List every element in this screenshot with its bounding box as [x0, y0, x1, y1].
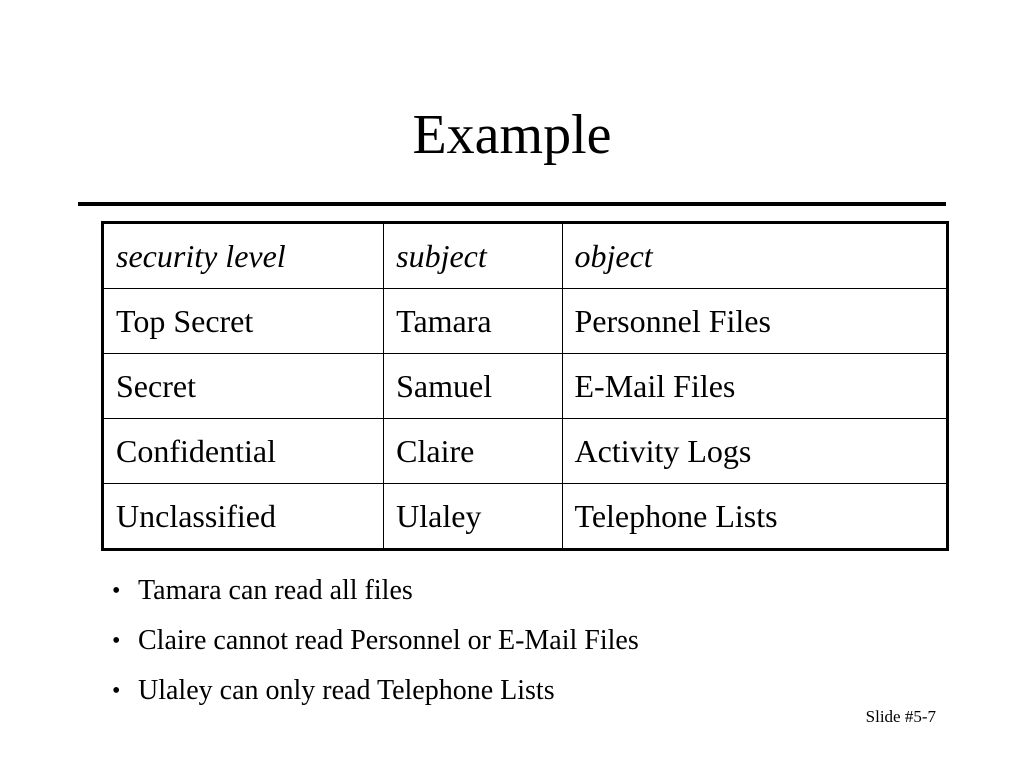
cell-security-level: Top Secret — [101, 288, 385, 354]
cell-subject: Tamara — [383, 288, 563, 354]
cell-object: Personnel Files — [561, 288, 948, 354]
table-row: Top Secret Tamara Personnel Files — [101, 288, 948, 354]
cell-security-level: Unclassified — [101, 483, 385, 550]
bullet-icon: • — [112, 628, 121, 654]
table-header-row: security level subject object — [101, 222, 948, 289]
bullet-icon: • — [112, 578, 121, 604]
list-item: • Claire cannot read Personnel or E-Mail… — [112, 616, 639, 666]
cell-subject: Claire — [383, 418, 563, 484]
cell-subject: Ulaley — [383, 483, 563, 550]
bullet-icon: • — [112, 678, 121, 704]
header-subject: subject — [383, 222, 563, 289]
bullet-text: Ulaley can only read Telephone Lists — [138, 675, 555, 706]
cell-subject: Samuel — [383, 353, 563, 419]
title-divider — [78, 202, 946, 206]
table-row: Confidential Claire Activity Logs — [101, 418, 948, 484]
cell-security-level: Confidential — [101, 418, 385, 484]
bullet-text: Tamara can read all files — [138, 575, 413, 606]
cell-object: E-Mail Files — [561, 353, 948, 419]
cell-security-level: Secret — [101, 353, 385, 419]
slide-title: Example — [412, 104, 612, 166]
table-row: Unclassified Ulaley Telephone Lists — [101, 483, 948, 550]
slide-number: Slide #5-7 — [865, 707, 936, 726]
header-object: object — [561, 222, 948, 289]
security-levels-table: security level subject object Top Secret… — [101, 221, 949, 551]
bullet-text: Claire cannot read Personnel or E-Mail F… — [138, 625, 639, 656]
list-item: • Tamara can read all files — [112, 566, 639, 616]
table-row: Secret Samuel E-Mail Files — [101, 353, 948, 419]
list-item: • Ulaley can only read Telephone Lists — [112, 666, 639, 716]
header-security-level: security level — [101, 222, 385, 289]
cell-object: Telephone Lists — [561, 483, 948, 550]
bullet-list: • Tamara can read all files • Claire can… — [112, 566, 639, 716]
cell-object: Activity Logs — [561, 418, 948, 484]
